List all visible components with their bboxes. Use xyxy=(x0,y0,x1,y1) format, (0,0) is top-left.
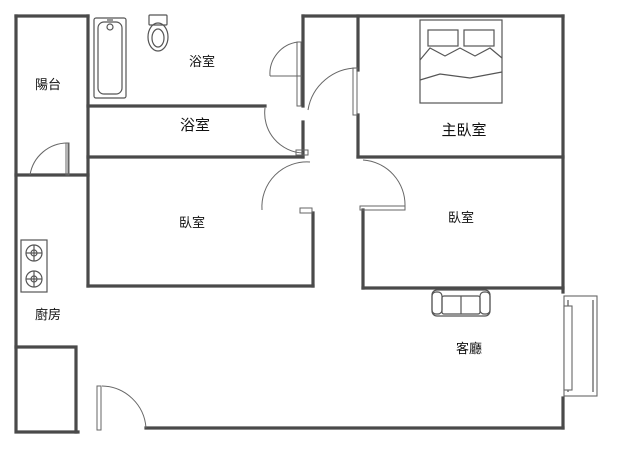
interior-walls xyxy=(14,14,565,434)
outer-walls xyxy=(14,14,565,434)
doors xyxy=(29,41,406,431)
label-bedroom-right: 臥室 xyxy=(448,210,474,226)
toilet xyxy=(147,14,169,52)
bathtub xyxy=(93,17,127,99)
label-living-room: 客廳 xyxy=(456,341,482,357)
stove xyxy=(20,239,48,293)
label-bathroom-mid: 浴室 xyxy=(180,116,210,134)
window xyxy=(563,295,598,397)
sofa xyxy=(431,289,491,317)
room-labels: 陽台 浴室 浴室 主臥室 臥室 臥室 廚房 客廳 xyxy=(35,54,487,357)
label-balcony: 陽台 xyxy=(35,78,61,93)
label-bedroom-left: 臥室 xyxy=(179,215,205,231)
label-master-bedroom: 主臥室 xyxy=(441,121,486,139)
bed xyxy=(419,19,503,104)
label-kitchen: 廚房 xyxy=(35,307,61,323)
label-bathroom-top: 浴室 xyxy=(189,54,215,70)
